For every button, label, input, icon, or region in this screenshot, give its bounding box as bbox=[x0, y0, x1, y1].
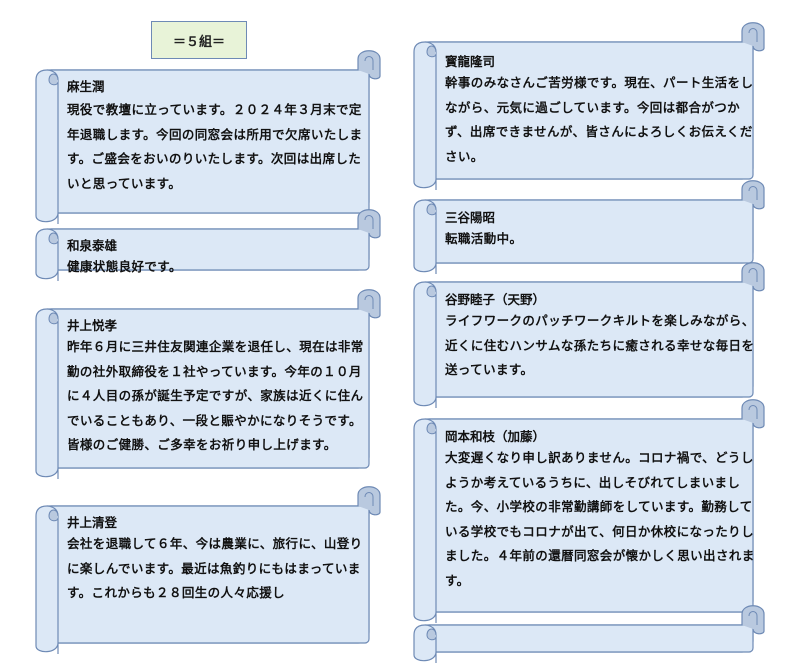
scroll-left-curl bbox=[426, 422, 437, 435]
scroll-right-curl bbox=[357, 289, 381, 319]
entry-message: 会社を退職して６年、今は農業に、旅行に、山登りに楽しんでいます。最近は魚釣りにも… bbox=[67, 536, 363, 600]
scroll-left-roll bbox=[35, 69, 59, 223]
scroll-shape bbox=[413, 180, 765, 274]
scroll-card: 井上清登 会社を退職して６年、今は農業に、旅行に、山登りに楽しんでいます。最近は… bbox=[35, 484, 381, 654]
scroll-card: 三谷陽昭 転職活動中。 bbox=[413, 178, 765, 274]
scroll-card: 和泉泰雄 健康状態良好です。 bbox=[35, 207, 381, 281]
entry-name: 三谷陽昭 bbox=[445, 210, 496, 225]
scroll-right-curl bbox=[741, 22, 765, 52]
scroll-shape bbox=[413, 605, 765, 663]
scroll-left-curl bbox=[48, 509, 59, 522]
scroll-card bbox=[413, 603, 765, 663]
scroll-left-curl bbox=[48, 73, 59, 86]
entry-name: 寳龍隆司 bbox=[445, 54, 496, 69]
entry-name: 谷野睦子（天野） bbox=[445, 292, 546, 307]
scroll-right-curl bbox=[741, 399, 765, 429]
scroll-right-curl bbox=[357, 209, 381, 239]
scroll-left-roll bbox=[413, 418, 437, 622]
scroll-left-roll bbox=[35, 505, 59, 653]
scroll-left-roll bbox=[413, 199, 437, 273]
scroll-card: 寳龍隆司 幹事のみなさんご苦労様です。現在、パート生活をしながら、元気に過ごして… bbox=[413, 20, 765, 190]
entry-message: ライフワークのパッチワークキルトを楽しみながら、近くに住むハンサムな孫たちに癒さ… bbox=[445, 313, 755, 377]
entry-message: 現役で教壇に立っています。２０２４年３月末で定年退職します。今回の同窓会は所用で… bbox=[67, 102, 363, 191]
scroll-left-curl bbox=[426, 285, 437, 298]
scroll-left-roll bbox=[413, 41, 437, 189]
scroll-shape bbox=[413, 22, 765, 190]
entry-message: 大変遅くなり申し訳ありません。コロナ禍で、どうしようか考えているうちに、出しそび… bbox=[445, 450, 755, 588]
entry-message: 健康状態良好です。 bbox=[67, 259, 182, 274]
entry-name: 井上悦孝 bbox=[67, 318, 118, 333]
scroll-left-curl bbox=[426, 45, 437, 58]
scroll-shape bbox=[35, 50, 381, 224]
scroll-card: 井上悦孝 昨年６月に三井住友関連企業を退任し、現在は非常勤の社外取締役を１社やっ… bbox=[35, 287, 381, 479]
scroll-shape bbox=[35, 209, 381, 281]
entry-message: 幹事のみなさんご苦労様です。現在、パート生活をしながら、元気に過ごしています。今… bbox=[445, 75, 754, 164]
class-header: ＝５組＝ bbox=[151, 21, 247, 59]
scroll-shape bbox=[35, 289, 381, 479]
scroll-left-curl bbox=[426, 628, 437, 641]
scroll-right-curl bbox=[741, 262, 765, 292]
entry-name: 井上清登 bbox=[67, 515, 118, 530]
scroll-body bbox=[424, 624, 754, 653]
entry-message: 転職活動中。 bbox=[445, 231, 523, 246]
scroll-left-curl bbox=[48, 312, 59, 325]
scroll-card: 岡本和枝（加藤） 大変遅くなり申し訳ありません。コロナ禍で、どうしようか考えてい… bbox=[413, 397, 765, 623]
scroll-right-curl bbox=[357, 486, 381, 516]
entry-name: 麻生潤 bbox=[67, 79, 105, 94]
scroll-left-roll bbox=[413, 281, 437, 407]
scroll-left-curl bbox=[48, 232, 59, 245]
scroll-shape bbox=[413, 399, 765, 623]
scroll-left-curl bbox=[426, 203, 437, 216]
scroll-card: 麻生潤 現役で教壇に立っています。２０２４年３月末で定年退職します。今回の同窓会… bbox=[35, 48, 381, 224]
scroll-right-curl bbox=[741, 180, 765, 210]
entry-name: 岡本和枝（加藤） bbox=[445, 429, 546, 444]
scroll-card: 谷野睦子（天野） ライフワークのパッチワークキルトを楽しみながら、近くに住むハン… bbox=[413, 260, 765, 408]
scroll-left-roll bbox=[35, 308, 59, 478]
scroll-shape bbox=[413, 262, 765, 408]
scroll-right-curl bbox=[357, 50, 381, 80]
entry-name: 和泉泰雄 bbox=[67, 238, 118, 253]
entry-message: 昨年６月に三井住友関連企業を退任し、現在は非常勤の社外取締役を１社やっています。… bbox=[67, 339, 364, 452]
